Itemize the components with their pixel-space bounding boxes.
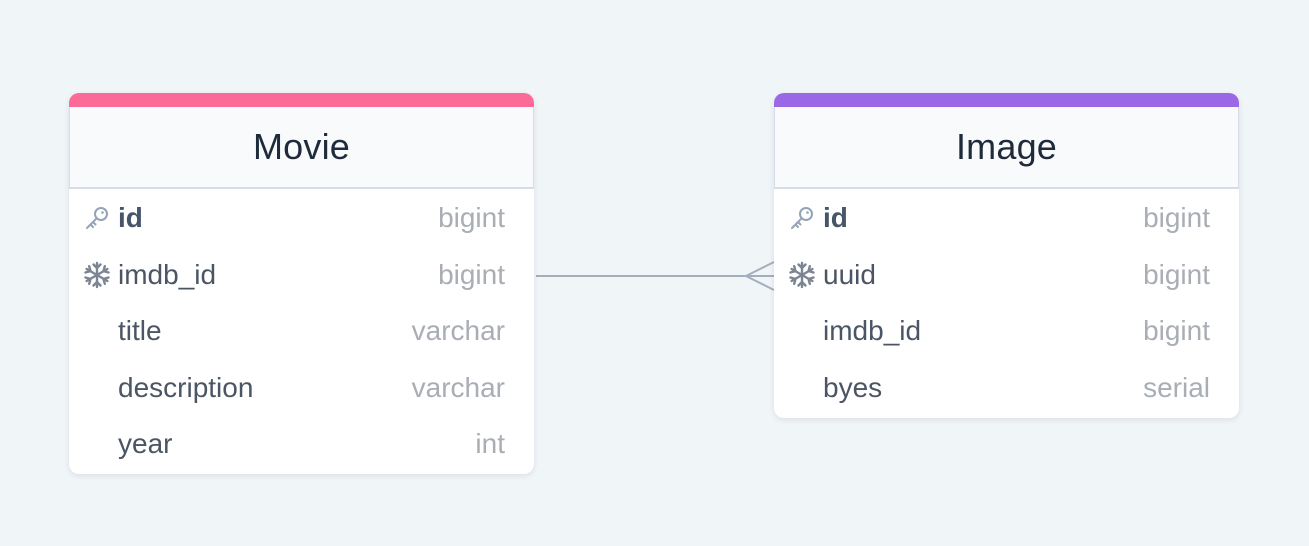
table-title: Image [955, 126, 1058, 167]
column-type: int [475, 428, 505, 460]
key-icon [788, 204, 816, 232]
column-name: year [118, 428, 173, 460]
column-row-imdb-id[interactable]: imdb_id bigint [774, 303, 1239, 360]
column-name: description [118, 371, 254, 403]
column-type: varchar [411, 371, 505, 403]
column-type: serial [1143, 371, 1210, 403]
column-type: varchar [411, 315, 505, 347]
column-row-title[interactable]: title varchar [69, 303, 534, 360]
column-name: id [823, 202, 848, 234]
column-list: id bigint imdb [69, 189, 534, 473]
table-movie[interactable]: Movie id bigint [69, 93, 534, 474]
table-header[interactable]: Movie [69, 107, 534, 189]
column-row-uuid[interactable]: uuid bigint [774, 247, 1239, 304]
column-row-year[interactable]: year int [69, 416, 534, 473]
table-accent-bar [774, 93, 1239, 107]
column-type: bigint [1143, 258, 1210, 290]
column-row-byes[interactable]: byes serial [774, 360, 1239, 417]
column-name: title [118, 315, 162, 347]
column-name: byes [823, 371, 883, 403]
column-name: imdb_id [118, 258, 217, 290]
column-row-id[interactable]: id bigint [69, 190, 534, 247]
column-row-id[interactable]: id bigint [774, 190, 1239, 247]
column-row-imdb-id[interactable]: imdb_id bigint [69, 247, 534, 304]
column-name: imdb_id [823, 315, 922, 347]
column-row-description[interactable]: description varchar [69, 360, 534, 417]
column-type: bigint [438, 202, 505, 234]
table-header[interactable]: Image [774, 107, 1239, 189]
snowflake-icon [83, 261, 111, 289]
column-name: uuid [823, 258, 876, 290]
key-icon [83, 204, 111, 232]
table-accent-bar [69, 93, 534, 107]
column-list: id bigint uuid [774, 189, 1239, 416]
column-type: bigint [1143, 202, 1210, 234]
column-name: id [118, 202, 143, 234]
table-image[interactable]: Image id bigint [774, 93, 1239, 418]
column-type: bigint [438, 258, 505, 290]
table-title: Movie [252, 126, 351, 167]
crows-foot-icon [743, 261, 775, 291]
column-type: bigint [1143, 315, 1210, 347]
snowflake-icon [788, 261, 816, 289]
